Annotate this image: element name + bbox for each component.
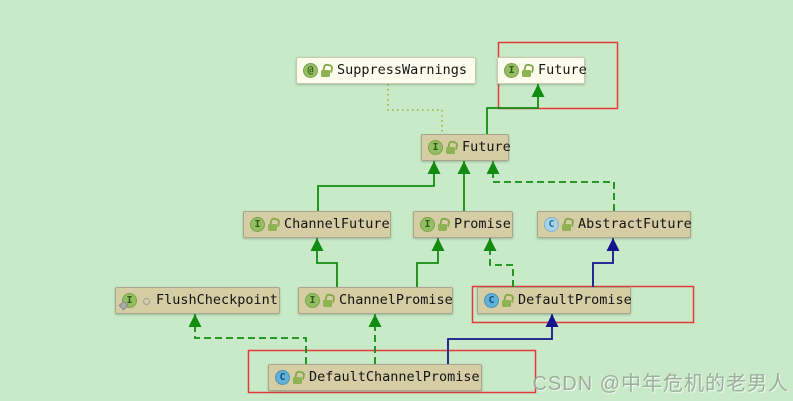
public-lock-icon [268,218,281,232]
node-future[interactable]: I Future [421,134,511,161]
abstract-class-icon: C [544,217,559,232]
interface-icon: I [122,293,137,308]
node-label: Promise [454,216,511,232]
node-channelfuture[interactable]: I ChannelFuture [243,211,391,238]
interface-icon: I [250,217,265,232]
selection-highlights [247,41,695,394]
public-lock-icon [522,64,535,78]
node-label: AbstractFuture [578,216,692,232]
public-lock-icon [323,294,336,308]
public-lock-icon [293,371,306,385]
interface-icon: I [428,140,443,155]
node-label: DefaultPromise [518,292,632,308]
node-promise[interactable]: I Promise [413,211,513,238]
node-label: ChannelPromise [339,292,453,308]
package-visibility-icon [140,294,153,308]
class-icon: C [275,370,290,385]
interface-icon: I [420,217,435,232]
interface-icon: I [504,63,519,78]
node-future-jdk[interactable]: I Future [497,57,587,84]
edge-lines [188,84,620,364]
node-label: FlushCheckpoint [156,292,278,308]
public-lock-icon [438,218,451,232]
node-flushcheckpoint[interactable]: I FlushCheckpoint [115,287,280,314]
node-label: Future [538,62,587,78]
public-lock-icon [562,218,575,232]
node-suppresswarnings[interactable]: @ SuppressWarnings [296,57,476,84]
class-icon: C [484,293,499,308]
node-label: ChannelFuture [284,216,390,232]
node-label: DefaultChannelPromise [309,369,480,385]
annotation-icon: @ [303,63,318,78]
public-lock-icon [321,64,334,78]
node-label: Future [462,139,511,155]
public-lock-icon [446,141,459,155]
node-defaultchannelpromise[interactable]: C DefaultChannelPromise [268,364,482,391]
node-channelpromise[interactable]: I ChannelPromise [298,287,453,314]
node-abstractfuture[interactable]: C AbstractFuture [537,211,692,238]
csdn-watermark: CSDN @中年危机的老男人 [532,373,789,395]
node-label: SuppressWarnings [337,62,468,78]
public-lock-icon [502,294,515,308]
interface-icon: I [305,293,320,308]
node-defaultpromise[interactable]: C DefaultPromise [477,287,632,314]
